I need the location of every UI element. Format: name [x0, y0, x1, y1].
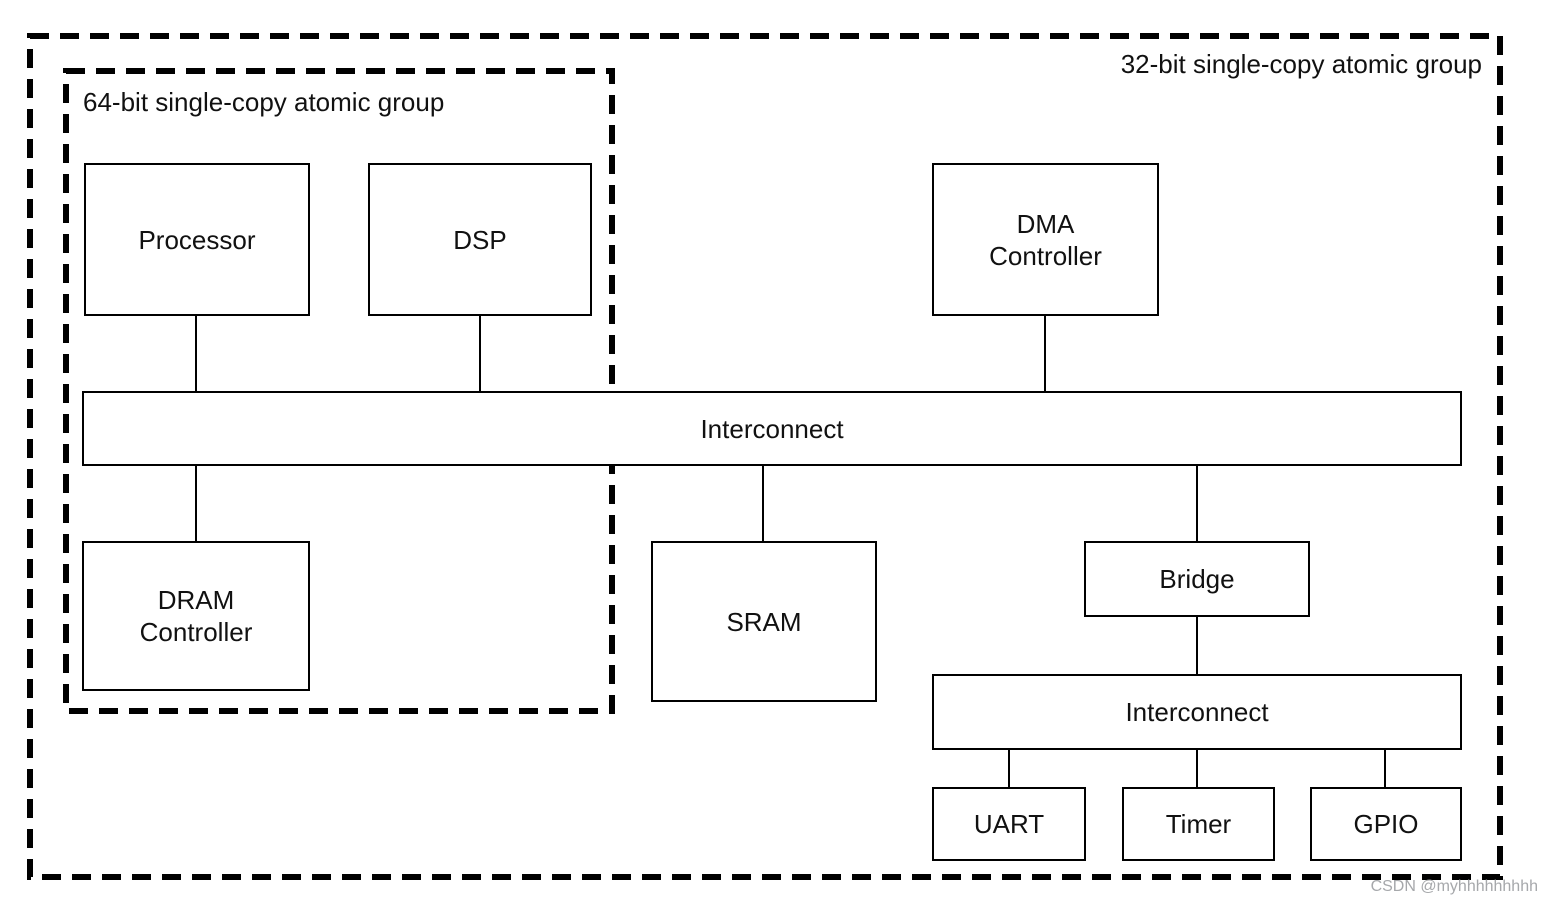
- connector-interconnect-dram: [195, 466, 197, 541]
- node-sram: SRAM: [651, 541, 877, 702]
- connector-dsp-interconnect: [479, 316, 481, 391]
- connector-interconnect2-gpio: [1384, 750, 1386, 787]
- node-dram-label-line2: Controller: [139, 617, 253, 647]
- node-dram-controller: DRAM Controller: [82, 541, 310, 691]
- node-dma-controller: DMA Controller: [932, 163, 1159, 316]
- node-interconnect-main-label: Interconnect: [700, 413, 844, 444]
- node-interconnect-peripheral: Interconnect: [932, 674, 1462, 750]
- node-interconnect-main: Interconnect: [82, 391, 1462, 466]
- node-bridge-label: Bridge: [1159, 564, 1235, 594]
- node-dma-label-line1: DMA: [1016, 208, 1075, 239]
- csdn-watermark: CSDN @myhhhhhhhhh: [1370, 878, 1538, 895]
- node-uart: UART: [932, 787, 1086, 861]
- node-sram-label: SRAM: [726, 606, 802, 637]
- node-processor-label: Processor: [138, 224, 256, 255]
- connector-interconnect2-timer: [1196, 750, 1198, 787]
- outer-group-border: [27, 33, 1503, 880]
- node-gpio: GPIO: [1310, 787, 1462, 861]
- node-bridge: Bridge: [1084, 541, 1310, 617]
- connector-interconnect2-uart: [1008, 750, 1010, 787]
- connector-interconnect-sram: [762, 466, 764, 541]
- node-gpio-label: GPIO: [1353, 809, 1419, 839]
- connector-processor-interconnect: [195, 316, 197, 391]
- connector-interconnect-bridge: [1196, 466, 1198, 541]
- outer-group-label: 32-bit single-copy atomic group: [1120, 49, 1482, 79]
- node-timer-label: Timer: [1165, 809, 1232, 839]
- node-dram-label-line1: DRAM: [157, 585, 235, 615]
- inner-group-border: [63, 68, 615, 714]
- node-dsp: DSP: [368, 163, 592, 316]
- node-dsp-label: DSP: [453, 224, 507, 255]
- node-uart-label: UART: [973, 809, 1045, 839]
- connector-dma-interconnect: [1044, 316, 1046, 391]
- node-interconnect-peripheral-label: Interconnect: [1125, 697, 1269, 727]
- node-dma-label-line2: Controller: [989, 240, 1102, 271]
- inner-group-label: 64-bit single-copy atomic group: [83, 87, 445, 117]
- connector-bridge-interconnect2: [1196, 617, 1198, 674]
- node-timer: Timer: [1122, 787, 1275, 861]
- node-processor: Processor: [84, 163, 310, 316]
